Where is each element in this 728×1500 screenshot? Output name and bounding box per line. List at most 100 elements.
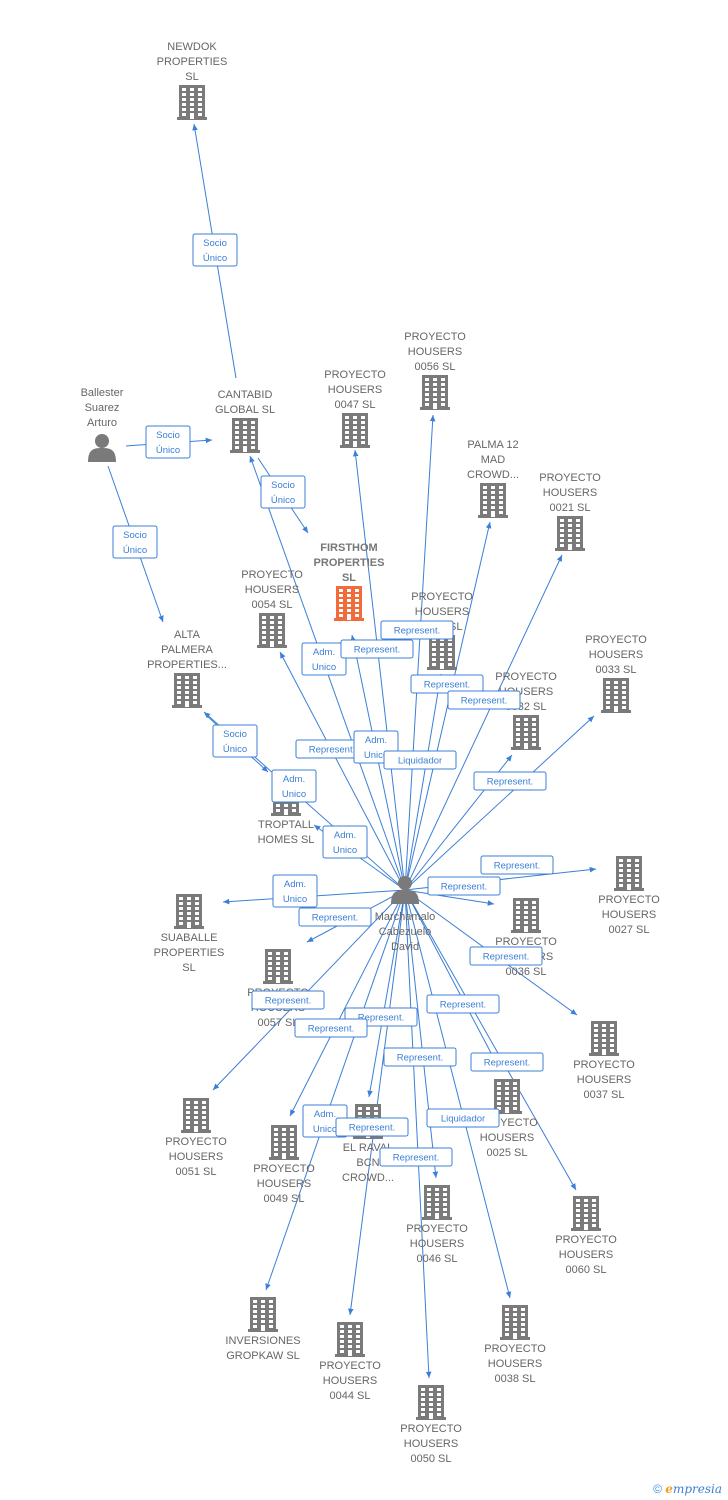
building-window [194,1121,198,1124]
node-label-line: INVERSIONES [225,1335,300,1347]
building-window [524,718,528,721]
building-window [276,804,280,807]
relation-badge-marchamalo-firsthom[interactable]: Adm.Unico [301,642,347,676]
relation-badge-marchamalo-ph0057[interactable]: Represent. [298,907,372,927]
building-window [251,441,255,444]
building-window [353,426,357,429]
relation-badge-marchamalo-suaballe[interactable]: Adm.Unico [272,874,318,908]
building-door [429,1413,433,1419]
relation-badge-marchamalo-ph0027[interactable]: Represent. [480,855,554,875]
relation-badge-marchamalo-ph0060[interactable]: Represent. [470,1052,544,1072]
building-window [361,436,365,439]
building-window [576,1214,580,1217]
building-window [497,1087,501,1090]
building-window [262,636,266,639]
company-node-ph0036[interactable]: PROYECTOHOUSERS0036 SL [495,898,557,978]
building-window [261,1320,265,1323]
building-window [606,696,610,699]
company-node-elraval[interactable]: EL RAVALBCNCROWD... [342,1104,394,1184]
relation-badge-marchamalo-ph0046[interactable]: Represent. [383,1047,457,1067]
badge-label: Represent. [440,1000,486,1011]
building-window [276,972,280,975]
building-icon [511,898,541,933]
building-window [635,884,639,887]
relation-badge-marchamalo-ph0044[interactable]: Represent. [335,1117,409,1137]
badge-label: Único [203,253,227,264]
relation-badge-marchamalo-ph0033[interactable]: Represent. [473,771,547,791]
relation-badge-marchamalo-ph0032[interactable]: Liquidador [383,750,457,770]
relation-badge-marchamalo-altapalmera[interactable]: Adm.Unico [322,825,368,859]
relation-badge-marchamalo-ph0056[interactable]: Represent. [380,620,454,640]
relation-badge-marchamalo-ph0051[interactable]: Represent. [251,990,325,1010]
building-window [513,1323,517,1326]
building-window [521,1333,525,1336]
building-window [261,1300,265,1303]
building-door [524,743,528,749]
building-window [576,544,580,547]
company-node-palma12[interactable]: PALMA 12MADCROWD... [467,439,519,518]
building-window [347,599,351,602]
building-window [491,491,495,494]
edge-marchamalo-ph0044 [348,889,406,1316]
building-window [347,589,351,592]
building-window [619,884,623,887]
relation-badge-marchamalo-ph0047[interactable]: Represent. [340,639,414,659]
building-door [614,706,618,712]
relation-badge-marchamalo-palma12[interactable]: Represent. [410,674,484,694]
building-window [524,738,528,741]
building-door [185,701,189,707]
relation-badge-marchamalo-ph0037[interactable]: Represent. [469,946,543,966]
relation-badge-marchamalo-troptall[interactable]: Adm.Unico [271,769,317,803]
relation-badge-marchamalo-elraval[interactable]: Represent. [294,1018,368,1038]
building-window [284,972,288,975]
node-label-line: HOUSERS [480,1132,534,1144]
node-label-line: PROYECTO [555,1234,617,1246]
relation-badge-marchamalo-ph0025[interactable]: Represent. [426,994,500,1014]
footer-brand[interactable]: © empresia [653,1482,722,1496]
company-node-ph0057[interactable]: PROYECTOHOUSERS0057 SL [247,949,309,1029]
building-window [177,686,181,689]
relation-badge-marchamalo-ph0036[interactable]: Represent. [427,876,501,896]
building-window [253,1300,257,1303]
node-label-line: PALMERA [161,644,213,656]
edge-marchamalo-ph0060 [404,889,577,1191]
relation-badge-marchamalo-ph0038[interactable]: Liquidador [426,1108,500,1128]
building-window [353,431,357,434]
relation-badge-marchamalo-ph0021[interactable]: Represent. [447,690,521,710]
building-window [235,421,239,424]
building-window [505,1092,509,1095]
company-node-altapalmera[interactable]: ALTAPALMERAPROPERTIES... [147,629,227,708]
node-label-line: SL [185,71,198,83]
relation-badge-marchamalo-ph0050[interactable]: Represent. [379,1147,453,1167]
building-door [627,884,631,890]
node-label-line: PROYECTO [319,1360,381,1372]
